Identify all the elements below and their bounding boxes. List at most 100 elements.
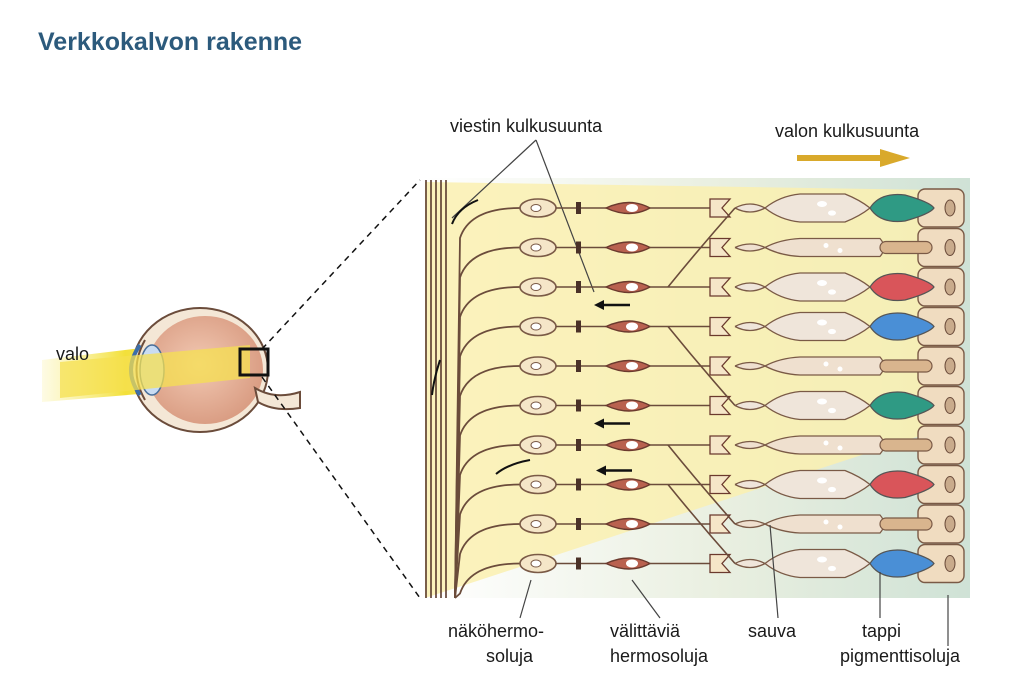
ganglion-axon — [454, 286, 521, 599]
cone-granule — [828, 486, 836, 493]
ganglion-nucleus — [530, 243, 542, 252]
synapse — [576, 320, 581, 333]
cell-row — [454, 514, 933, 599]
bipolar-label-line2: hermosoluja — [610, 646, 709, 666]
bipolar-nucleus — [626, 441, 638, 449]
horizontal-connection — [667, 207, 736, 288]
pigment-nucleus — [944, 397, 956, 414]
cell-row — [454, 356, 933, 599]
cone-granule — [817, 319, 827, 326]
cone-granule — [817, 398, 827, 405]
signal-curved-arrows — [431, 199, 531, 475]
ganglion-axon — [454, 444, 521, 599]
synaptic-terminal — [709, 356, 732, 376]
rod-outer-segment — [879, 517, 933, 531]
ganglion-axon — [454, 562, 521, 599]
synapse — [576, 557, 581, 570]
ganglion-nucleus — [530, 520, 542, 528]
cone-granule — [828, 407, 836, 414]
ganglion-axon — [454, 483, 521, 599]
synapse — [576, 518, 581, 530]
cell-row — [454, 311, 935, 599]
signal-arrowhead — [594, 300, 604, 310]
bipolar-nucleus — [626, 559, 638, 568]
ganglion-axon — [454, 523, 521, 599]
light-label: valo — [56, 344, 90, 364]
ganglion-nucleus — [530, 283, 542, 291]
cell-row — [454, 469, 935, 599]
label-pointer-lines — [519, 524, 949, 646]
synaptic-terminal — [709, 435, 732, 455]
synapse — [576, 241, 581, 254]
cone-granule — [828, 210, 836, 216]
rod-granule — [837, 524, 843, 530]
bipolar-nucleus — [626, 401, 638, 410]
light-direction-arrow — [797, 149, 910, 167]
pigment-nucleus — [944, 318, 956, 335]
cone-granule — [828, 289, 836, 295]
bipolar-nucleus — [626, 362, 638, 370]
bipolar-nucleus — [626, 204, 638, 212]
cone-outer-segment — [869, 549, 935, 578]
cone-granule — [817, 477, 827, 484]
ganglion-axon — [454, 404, 521, 599]
nerve-fiber-bundle — [425, 180, 447, 598]
cone-granule — [828, 565, 836, 572]
signal-pointer-lines — [451, 139, 595, 293]
ganglion-nucleus — [530, 559, 542, 568]
cone-outer-segment — [869, 193, 935, 223]
cell-row — [454, 390, 935, 599]
bipolar-nucleus — [626, 322, 638, 331]
rod-granule — [837, 445, 843, 451]
ganglion-axon — [454, 246, 521, 599]
ganglion-axon — [454, 207, 521, 599]
pigment-nucleus — [944, 476, 956, 493]
pigment-nucleus — [944, 436, 956, 454]
bipolar-nucleus — [626, 283, 638, 291]
synapse — [576, 478, 581, 491]
synapse — [576, 360, 581, 372]
bipolar-label-line1: välittäviä — [610, 621, 681, 641]
ganglion-nucleus — [530, 480, 542, 489]
horizontal-connection — [667, 444, 736, 525]
signal-direction-label: viestin kulkusuunta — [450, 116, 603, 136]
rod-granule — [823, 519, 829, 525]
cone-outer-segment — [869, 272, 935, 302]
ganglion-nucleus — [530, 441, 542, 449]
pigment-nucleus — [944, 357, 956, 375]
cell-row — [454, 193, 935, 599]
rod-outer-segment — [879, 438, 933, 452]
cell-row — [454, 272, 935, 599]
light-direction-label: valon kulkusuunta — [775, 121, 920, 141]
cell-row — [454, 237, 933, 599]
synapse — [576, 399, 581, 412]
ganglion-nucleus — [530, 322, 542, 331]
cone-outer-segment — [869, 312, 935, 341]
synaptic-terminal — [709, 237, 732, 258]
synaptic-terminal — [709, 316, 732, 337]
pigment-nucleus — [944, 239, 956, 256]
synapse — [576, 202, 581, 214]
synaptic-terminal — [709, 277, 732, 297]
cone-granule — [817, 556, 827, 563]
zoom-box — [238, 347, 270, 377]
pigment-nucleus — [944, 199, 956, 217]
bipolar-nucleus — [626, 480, 638, 489]
pigment-nucleus — [944, 278, 956, 296]
synapse — [576, 439, 581, 451]
horizontal-connection — [667, 483, 736, 565]
bipolar-nucleus — [626, 243, 638, 252]
rod-granule — [823, 440, 829, 446]
rod-granule — [823, 361, 829, 367]
pigment-nucleus — [944, 555, 956, 572]
cone-label: tappi — [862, 621, 902, 641]
cone-outer-segment — [869, 391, 935, 420]
horizontal-connection — [667, 325, 736, 407]
rod-granule — [837, 248, 843, 253]
rod-outer-segment — [879, 359, 933, 373]
cone-granule — [828, 328, 836, 335]
cone-granule — [817, 280, 827, 286]
synaptic-terminal — [709, 474, 732, 495]
pigment-nucleus — [944, 515, 956, 533]
cone-granule — [817, 201, 827, 207]
